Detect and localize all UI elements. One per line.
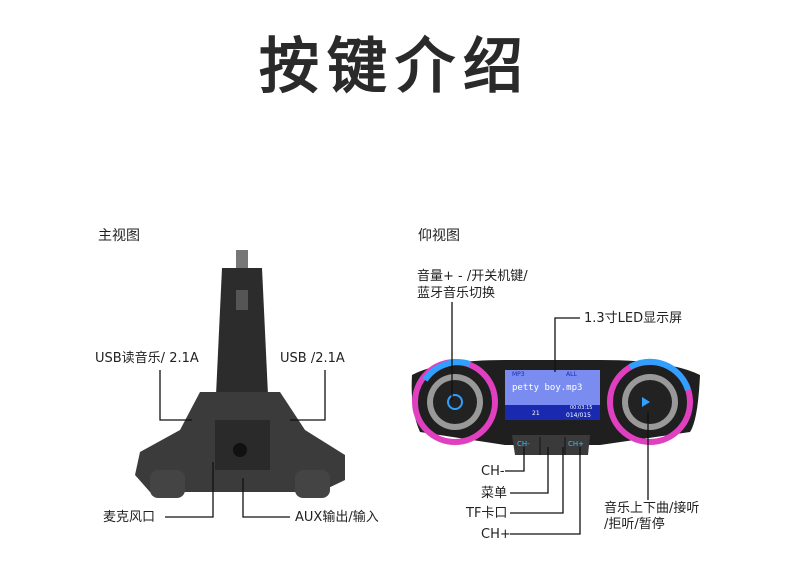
screen-time: 00:03:15: [570, 405, 593, 411]
screen-mode: MP3: [512, 371, 525, 378]
music-label-line1: 音乐上下曲/接听: [604, 501, 700, 516]
callout-lines: [159, 302, 649, 535]
car-charger-front: [135, 250, 345, 498]
ch-minus-label: CH-: [481, 464, 505, 479]
power-icon: [447, 394, 463, 410]
ch-plus-button[interactable]: CH+: [568, 440, 585, 448]
play-pause-icon: [642, 397, 650, 407]
volume-label-line2: 蓝牙音乐切换: [417, 286, 496, 301]
screen-track-name: petty boy.mp3: [512, 383, 583, 393]
screen-number: 21: [532, 410, 540, 417]
bottom-view-heading: 仰视图: [418, 228, 460, 244]
screen-repeat: ALL: [566, 371, 577, 378]
aux-label: AUX输出/输入: [295, 510, 379, 525]
volume-label-line1: 音量+ - /开关机键/: [417, 269, 528, 284]
mic-label: 麦克风口: [103, 510, 156, 525]
display-label: 1.3寸LED显示屏: [584, 311, 683, 326]
usb-left-label: USB读音乐/ 2.1A: [95, 351, 199, 366]
screen-track-count: 014/015: [566, 412, 591, 419]
page-title: 按键介绍: [259, 32, 531, 102]
usb-right-label: USB /2.1A: [280, 351, 345, 366]
ch-minus-button[interactable]: CH-: [517, 440, 530, 448]
tf-label: TF卡口: [466, 506, 508, 521]
front-view-heading: 主视图: [98, 228, 140, 244]
ch-plus-label: CH+: [481, 527, 511, 542]
music-label-line2: /拒听/暂停: [604, 517, 665, 532]
menu-label: 菜单: [481, 486, 508, 501]
car-charger-bottom: [411, 358, 700, 455]
